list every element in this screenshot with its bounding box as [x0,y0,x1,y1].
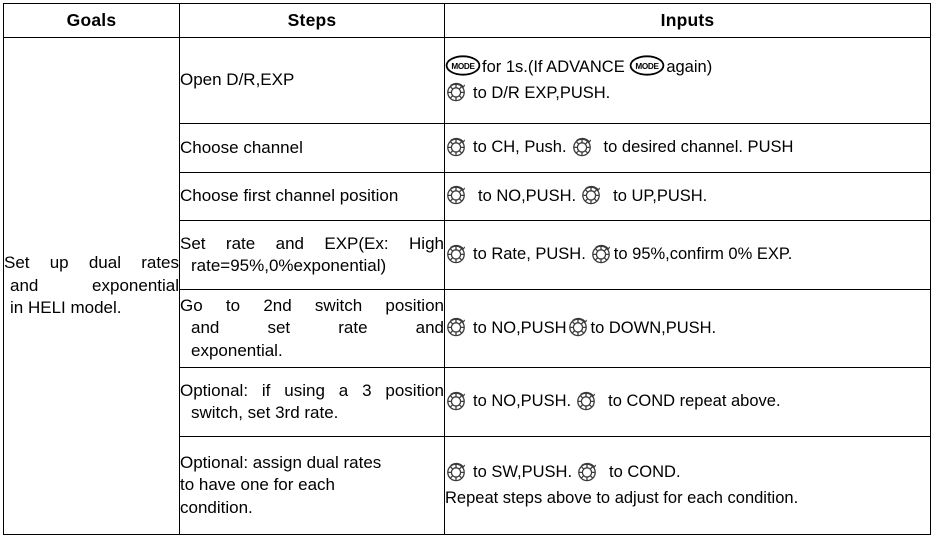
step-line-1: Optional: if using a 3 position [180,380,444,400]
rotary-knob-icon[interactable] [567,315,590,338]
input-line-1: to SW,PUSH. [445,460,930,485]
goal-line-3: in HELI model. [10,298,122,318]
inputs-cell: to SW,PUSH. [444,436,931,535]
steps-cell: Optional: if using a 3 position switch, … [179,367,445,437]
rotary-knob-icon[interactable] [445,135,468,158]
input-line-1-text-2: again) [666,58,713,77]
step-text: Set rate and EXP(Ex: High rate=95%,0%exp… [180,233,444,278]
input-line-1: to Rate, PUSH. [445,242,930,267]
table-row: Choose first channel position [4,172,931,221]
goal-line-2: and exponential [10,275,179,295]
input-line-1-text-1: to NO,PUSH. [473,392,572,411]
column-header-inputs: Inputs [444,3,931,38]
input-text: to SW,PUSH. [445,460,930,510]
step-line-2: switch, set 3rd rate. [191,403,339,422]
inputs-cell: MODE for 1s.(If ADVANCE MODE again) [444,37,931,124]
steps-cell: Choose channel [179,123,445,173]
inputs-cell: to CH, Push. [444,123,931,173]
step-line-2: to have one for each [180,475,336,495]
step-line-1: Choose channel [180,137,303,157]
input-line-1: to NO,PUSH [445,316,930,341]
input-line-2: Repeat steps above to adjust for each co… [445,488,799,507]
input-text: to CH, Push. [445,135,930,160]
input-line-1: to CH, Push. [445,135,930,160]
table-row: Optional: if using a 3 position switch, … [4,367,931,437]
step-line-3: condition. [180,497,253,517]
table-header-row: Goals Steps Inputs [3,3,931,38]
rotary-knob-icon[interactable] [445,80,468,103]
steps-cell: Choose first channel position [179,172,445,221]
mode-button-icon[interactable]: MODE [445,55,481,76]
steps-cell: Optional: assign dual rates to have one … [179,436,445,535]
input-line-1: to NO,PUSH. [445,389,930,414]
input-line-1-text-1: to CH, Push. [473,138,567,157]
table-row: Go to 2nd switch position and set rate a… [4,289,931,368]
rotary-knob-icon[interactable] [445,183,468,206]
step-line-1: Go to 2nd switch position [180,295,444,315]
steps-cell: Open D/R,EXP [179,37,445,124]
rotary-knob-icon[interactable] [445,389,468,412]
rotary-knob-icon[interactable] [590,242,613,265]
input-text: to NO,PUSH. [445,389,930,414]
input-line-1: MODE for 1s.(If ADVANCE MODE again) [445,55,930,80]
rotary-knob-icon[interactable] [575,389,598,412]
step-line-2: rate=95%,0%exponential) [191,256,387,275]
input-line-1-text-2: to 95%,confirm 0% EXP. [613,245,793,264]
input-line-1-text-1: to NO,PUSH. [478,186,577,205]
input-line-1: to NO,PUSH. [445,184,930,209]
table-row: Set up dual rates and exponential in HEL… [3,37,931,535]
goal-text: Set up dual rates and exponential in HEL… [4,252,179,320]
step-line-1: Set rate and EXP(Ex: High [180,233,444,253]
rotary-knob-icon[interactable] [576,460,599,483]
steps-cell: Set rate and EXP(Ex: High rate=95%,0%exp… [179,220,445,290]
goals-cell: Set up dual rates and exponential in HEL… [3,37,180,535]
input-line-1-text-1: to NO,PUSH [473,318,567,337]
input-text: to NO,PUSH [445,316,930,341]
step-text: Choose first channel position [180,185,444,207]
steps-cell: Go to 2nd switch position and set rate a… [179,289,445,368]
column-header-goals: Goals [3,3,180,38]
input-line-1-text-1: for 1s.(If ADVANCE [482,58,630,77]
inputs-cell: to NO,PUSH. [444,172,931,221]
input-line-1-text-2: to DOWN,PUSH. [590,318,717,337]
step-text: Optional: assign dual rates to have one … [180,452,444,519]
step-line-1: Choose first channel position [180,186,399,206]
input-text: to Rate, PUSH. [445,242,930,267]
mode-button-icon[interactable]: MODE [629,55,665,76]
input-line-1-text-2: to COND repeat above. [608,392,781,411]
input-line-2: to D/R EXP,PUSH. [445,81,930,106]
goal-line-1: Set up dual rates [4,253,179,273]
svg-text:MODE: MODE [636,62,660,71]
rotary-knob-icon[interactable] [445,315,468,338]
input-line-1-text-1: to SW,PUSH. [473,463,573,482]
step-text: Optional: if using a 3 position switch, … [180,380,444,425]
step-line-2: and set rate and [191,318,444,338]
step-line-3: exponential. [191,340,283,360]
input-line-1-text-2: to UP,PUSH. [613,186,708,205]
step-line-1: Optional: assign dual rates [180,452,382,472]
step-text: Open D/R,EXP [180,69,444,91]
input-line-1-text-1: to Rate, PUSH. [473,245,586,264]
inputs-cell: to NO,PUSH [444,289,931,368]
input-text: MODE for 1s.(If ADVANCE MODE again) [445,55,930,105]
step-text: Choose channel [180,137,444,159]
column-header-steps: Steps [179,3,445,38]
input-line-1-text-2: to COND. [609,463,681,482]
instruction-table: Goals Steps Inputs Set up dual rates and… [3,3,931,535]
step-line-1: Open D/R,EXP [180,70,295,90]
rotary-knob-icon[interactable] [445,460,468,483]
svg-text:MODE: MODE [451,62,475,71]
rotary-knob-icon[interactable] [571,135,594,158]
inputs-cell: to NO,PUSH. [444,367,931,437]
rotary-knob-icon[interactable] [580,183,603,206]
step-text: Go to 2nd switch position and set rate a… [180,295,444,362]
inputs-cell: to Rate, PUSH. [444,220,931,290]
input-text: to NO,PUSH. [445,184,930,209]
table-row: Optional: assign dual rates to have one … [4,436,931,535]
input-line-1-text-2: to desired channel. PUSH [603,138,794,157]
input-line-2-text-1: to D/R EXP,PUSH. [473,83,611,102]
rotary-knob-icon[interactable] [445,242,468,265]
